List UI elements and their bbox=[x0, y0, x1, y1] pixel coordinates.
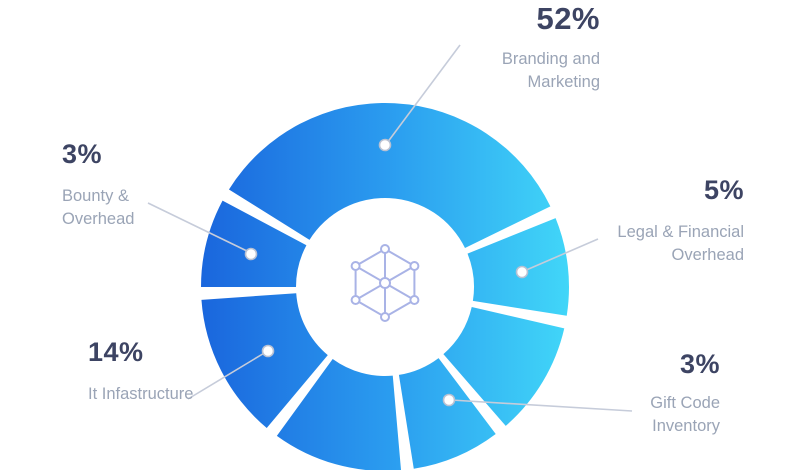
donut-segment-branding-and-marketing bbox=[228, 102, 551, 248]
bounty-percent: 3% bbox=[62, 139, 103, 169]
marker-it bbox=[261, 344, 275, 358]
marker-bounty bbox=[244, 247, 258, 261]
leader-line-it bbox=[187, 351, 267, 400]
bounty-name: Bounty & Overhead bbox=[62, 185, 134, 231]
donut-segment bbox=[276, 359, 402, 470]
legal-name-line1: Legal & Financial bbox=[617, 222, 744, 241]
bounty-name-line1: Bounty & bbox=[62, 186, 129, 205]
donut-segment-bounty-overhead bbox=[201, 200, 307, 287]
legal-name-line2: Overhead bbox=[671, 245, 744, 264]
label-bounty-overhead: 3% Bounty & Overhead bbox=[62, 139, 134, 231]
marker-branding bbox=[378, 138, 392, 152]
gift-name: Gift Code Inventory bbox=[650, 392, 720, 438]
label-branding-and-marketing: 52% Branding and Marketing bbox=[502, 1, 600, 94]
branding-name-line2: Marketing bbox=[527, 73, 600, 92]
gift-percent: 3% bbox=[679, 349, 720, 379]
leader-markers bbox=[244, 138, 529, 407]
it-name: It Infastructure bbox=[88, 383, 193, 406]
donut-segments bbox=[201, 102, 569, 470]
donut-segment-legal-financial-overhead bbox=[467, 218, 569, 316]
branding-name-line1: Branding and bbox=[501, 50, 600, 69]
it-name-line1: It Infastructure bbox=[88, 384, 194, 403]
leader-lines bbox=[147, 44, 633, 412]
gift-name-line2: Inventory bbox=[652, 416, 720, 435]
bounty-name-line2: Overhead bbox=[62, 209, 135, 228]
it-percent: 14% bbox=[88, 337, 144, 367]
marker-legal bbox=[515, 265, 529, 279]
branding-percent: 52% bbox=[536, 1, 600, 36]
branding-name: Branding and Marketing bbox=[502, 48, 600, 94]
marker-gift bbox=[442, 393, 456, 407]
label-legal-financial-overhead: 5% Legal & Financial Overhead bbox=[617, 175, 744, 267]
leader-line-legal bbox=[523, 238, 599, 272]
label-it-infastructure: 14% It Infastructure bbox=[88, 337, 193, 406]
donut-segment bbox=[443, 307, 565, 426]
donut-segment-it-infastructure bbox=[201, 293, 328, 428]
donut-segment-gift-code-inventory bbox=[398, 358, 496, 469]
gift-name-line1: Gift Code bbox=[650, 393, 720, 412]
legal-percent: 5% bbox=[703, 175, 744, 205]
leader-line-bounty bbox=[147, 202, 250, 253]
network-hexagon-icon bbox=[350, 244, 420, 322]
legal-name: Legal & Financial Overhead bbox=[617, 221, 744, 267]
label-gift-code-inventory: 3% Gift Code Inventory bbox=[650, 349, 720, 438]
leader-line-gift bbox=[450, 399, 633, 412]
leader-line-branding bbox=[386, 44, 461, 144]
